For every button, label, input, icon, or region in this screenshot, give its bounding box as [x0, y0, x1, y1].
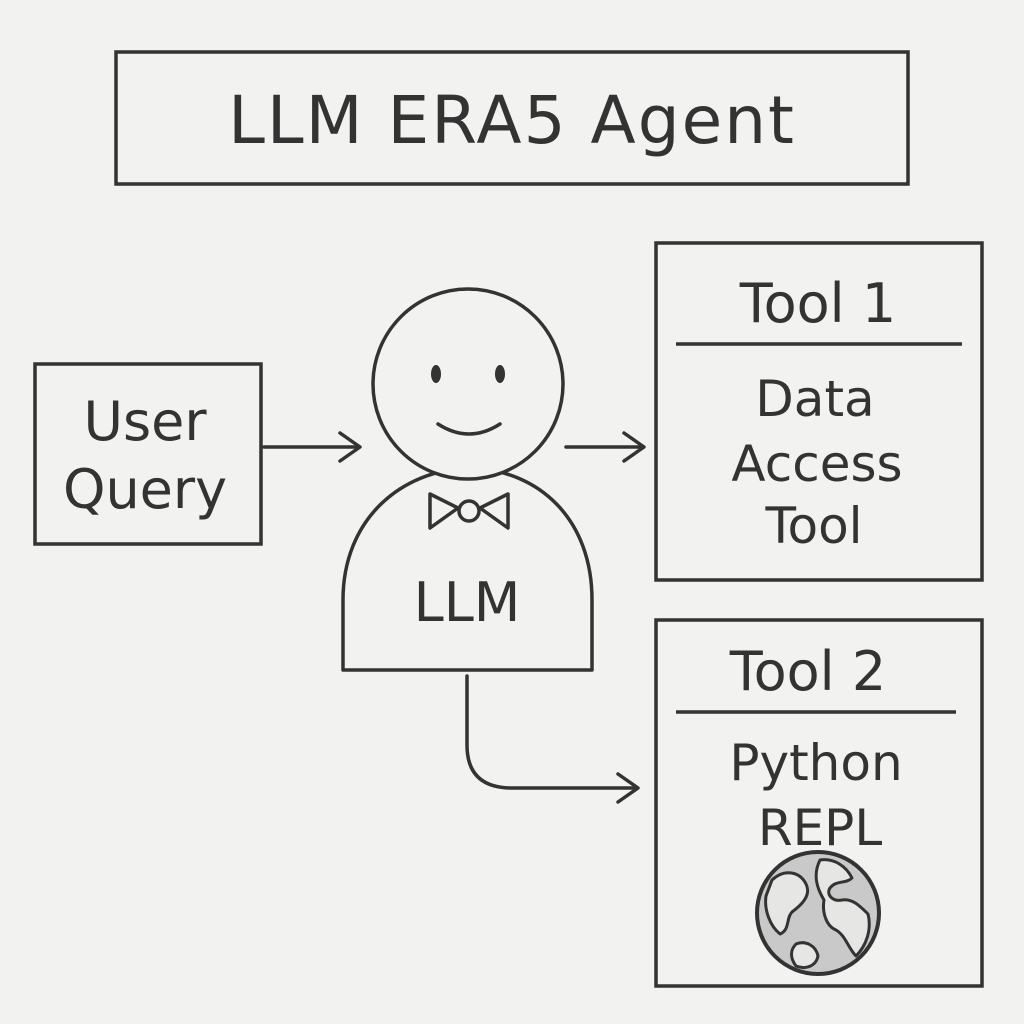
arrow-llm-to-tool2	[465, 674, 640, 804]
llm-character: LLM	[341, 287, 594, 672]
llm-left-eye	[431, 365, 441, 383]
user-query-line-1: User	[83, 390, 207, 453]
arrow-llm-to-tool1	[564, 431, 646, 463]
tool2-box: Tool 2 Python REPL	[654, 618, 984, 988]
tool1-line-2: Access	[731, 435, 902, 493]
tool2-title: Tool 2	[729, 640, 886, 703]
title-text: LLM ERA5 Agent	[228, 82, 796, 159]
tool2-line-1: Python	[729, 734, 902, 792]
tool1-line-3: Tool	[764, 497, 862, 555]
tool1-title: Tool 1	[739, 272, 896, 335]
bow-tie-icon	[428, 492, 510, 530]
title-box: LLM ERA5 Agent	[114, 50, 910, 186]
tool1-box: Tool 1 Data Access Tool	[654, 241, 984, 582]
llm-head	[371, 287, 565, 481]
llm-label: LLM	[414, 571, 521, 634]
user-query-box: User Query	[33, 362, 263, 546]
globe-icon	[755, 850, 881, 976]
llm-body	[341, 466, 594, 672]
tool2-line-2: REPL	[758, 799, 882, 857]
llm-smile	[436, 422, 502, 436]
arrow-query-to-llm	[262, 431, 362, 463]
tool1-line-1: Data	[755, 370, 874, 428]
llm-right-eye	[495, 365, 505, 383]
user-query-line-2: Query	[63, 458, 227, 521]
